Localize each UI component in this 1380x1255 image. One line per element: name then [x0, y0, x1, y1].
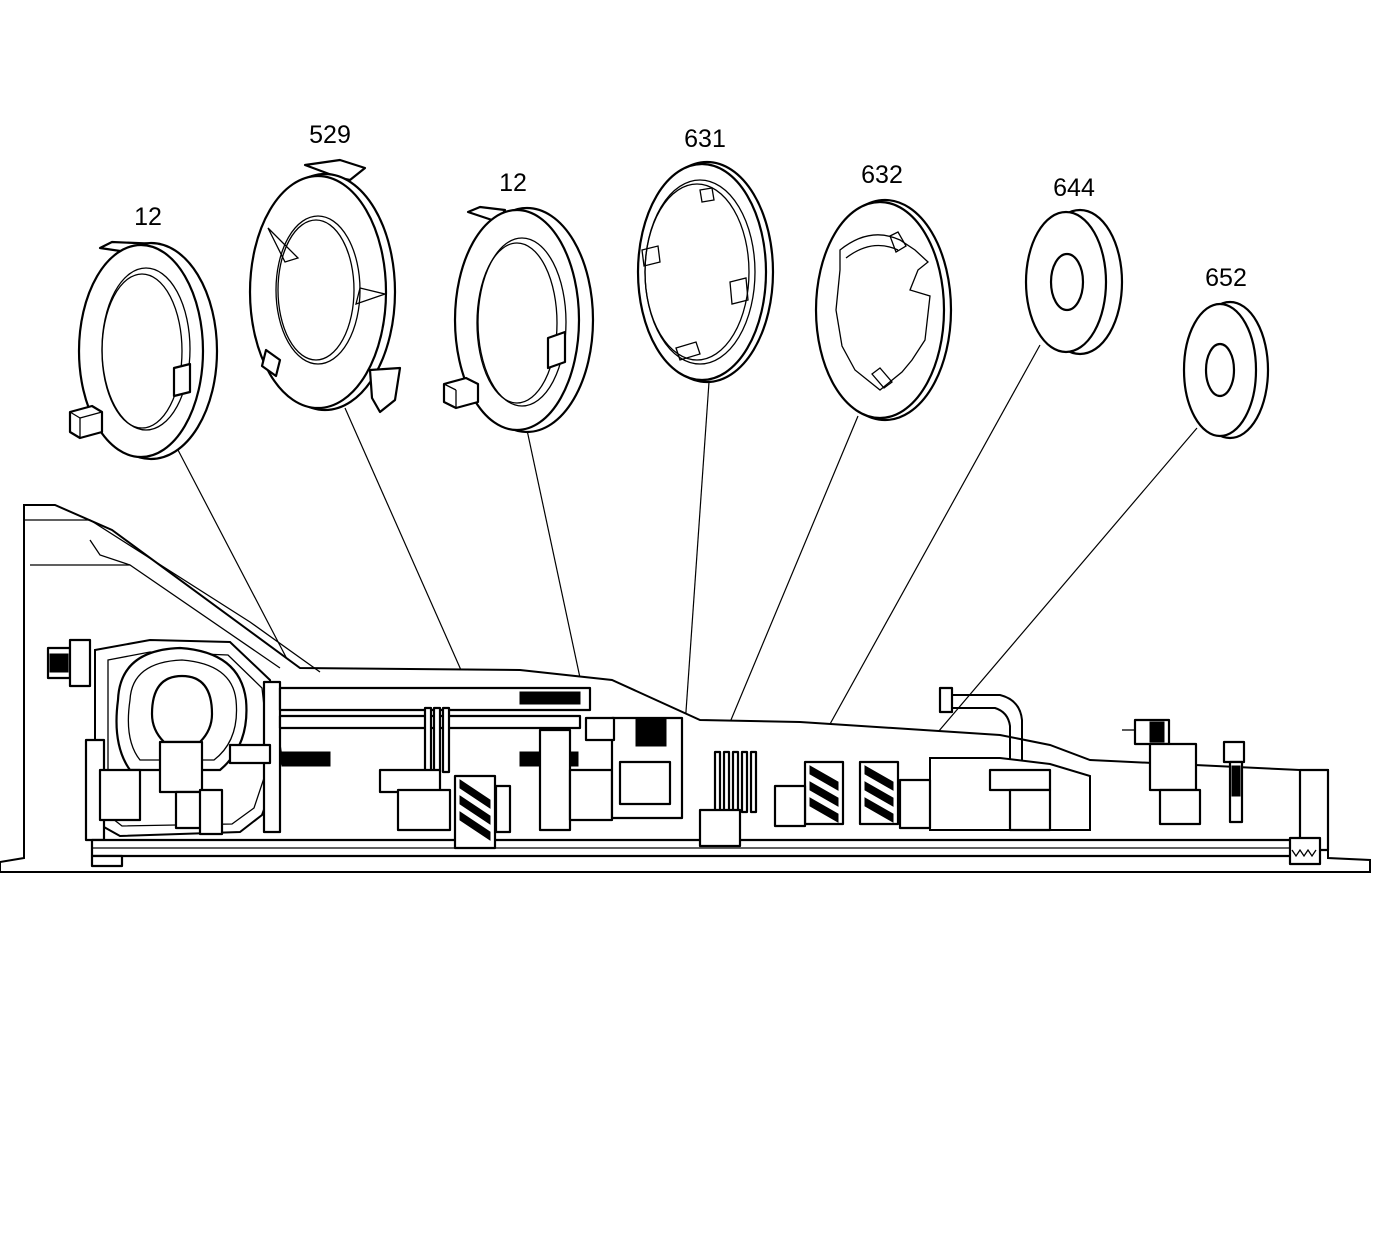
thrust-washer-12-first: [68, 240, 219, 461]
transmission-cross-section: [0, 504, 1371, 873]
callout-label-12-second: 12: [499, 169, 527, 197]
callout-labels: 12 529 12 631 632 644 652: [134, 121, 1247, 292]
callout-label-529: 529: [309, 121, 351, 149]
washer-652: [1182, 300, 1270, 440]
callout-label-652: 652: [1205, 264, 1247, 292]
callout-label-644: 644: [1053, 174, 1095, 202]
planetary-gear-right: [773, 760, 932, 830]
clutch-pack-middle: [698, 750, 758, 848]
thrust-bearing-529: [248, 158, 402, 414]
thrust-race-632: [814, 198, 953, 422]
clutch-pack-left: [378, 706, 452, 832]
speed-sensor: [1122, 718, 1202, 826]
callout-label-631: 631: [684, 125, 726, 153]
planetary-gear-left: [453, 774, 512, 850]
callout-label-632: 632: [861, 161, 903, 189]
callout-label-12-first: 12: [134, 203, 162, 231]
thrust-bearing-631: [636, 160, 775, 384]
washer-644: [1024, 208, 1124, 356]
thrust-washer-12-second: [442, 205, 595, 434]
